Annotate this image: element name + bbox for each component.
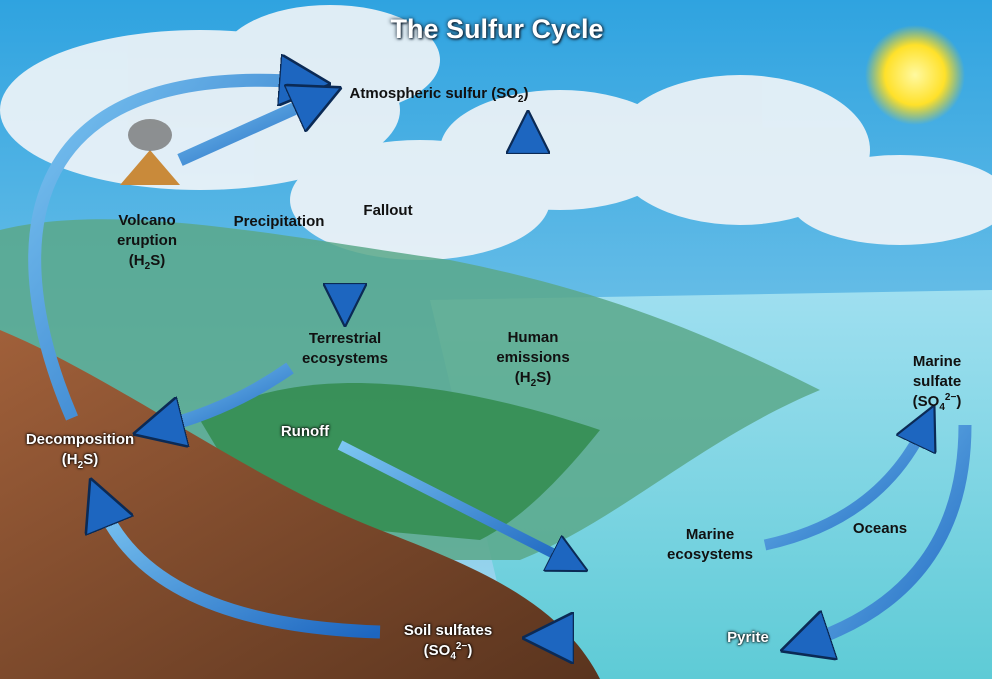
label-superscript: 2− [944,392,957,403]
label-text: (H [61,451,78,468]
label-text: (H [514,369,531,386]
label-text-end: ) [956,393,962,410]
label-formula: (SO42−) [404,641,492,662]
label-fallout: Fallout [363,202,413,219]
label-marine-ecosystems: Marine ecosystems [667,525,753,565]
label-volcano-eruption: Volcano eruption (H2S) [117,211,177,272]
label-subscript: 4 [939,402,945,413]
label-terrestrial-ecosystems: Terrestrial ecosystems [302,329,388,369]
label-text-end: S) [150,252,166,269]
label-subscript: 2 [530,378,537,389]
label-line: Soil sulfates [403,622,493,639]
label-line: Human [507,329,559,346]
volcano-smoke [128,119,172,151]
label-line: Marine [912,353,962,370]
arrow-terrestrial-to-decomposition [158,362,294,428]
label-precipitation: Precipitation [233,213,325,230]
label-formula: (H2S) [496,368,569,389]
label-text-end: ) [467,642,473,659]
label-line: Marine [685,526,735,543]
label-text: (SO [912,393,940,410]
label-text-end: ) [523,85,529,102]
label-line: Terrestrial [308,330,382,347]
label-human-emissions: Human emissions (H2S) [496,328,570,389]
arrow-volcano-to-atmosphere [177,98,318,166]
label-oceans: Oceans [852,520,908,537]
label-formula: (H2S) [26,450,134,471]
diagram-title: The Sulfur Cycle [390,14,604,44]
label-subscript: 2 [144,261,151,272]
label-subscript: 2 [517,94,524,105]
label-text-end: S) [83,451,99,468]
label-formula: (H2S) [117,251,177,272]
label-line: Volcano [118,212,176,229]
label-line: ecosystems [302,350,388,367]
label-formula: (SO42−) [912,392,962,413]
arrow-runoff [337,440,570,562]
volcano-icon [120,150,180,185]
arrow-sulfate-to-pyrite [805,424,972,643]
label-line: Decomposition [25,431,135,448]
label-line: eruption [117,232,177,249]
label-subscript: 4 [450,651,456,662]
label-text: Atmospheric sulfur (SO [349,85,518,102]
label-pyrite: Pyrite [727,629,769,646]
label-runoff: Runoff [280,423,330,440]
label-marine-sulfate: Marine sulfate (SO42−) [912,352,962,413]
label-text: (H [128,252,145,269]
arrow-decomposition-to-atmosphere [28,80,305,421]
label-line: sulfate [912,373,962,390]
label-atmospheric-sulfur: Atmospheric sulfur (SO2) [349,84,529,105]
label-line: ecosystems [667,546,753,563]
sun-icon [865,25,965,125]
label-superscript: 2− [455,641,468,652]
arrow-soil-to-decomposition [100,502,381,639]
label-text: (SO [423,642,451,659]
label-subscript: 2 [77,460,84,471]
arrow-marine-to-sulfate [763,425,925,551]
label-line: emissions [496,349,570,366]
label-text-end: S) [536,369,552,386]
label-soil-sulfates: Soil sulfates (SO42−) [403,621,493,662]
label-decomposition: Decomposition (H2S) [25,430,135,471]
